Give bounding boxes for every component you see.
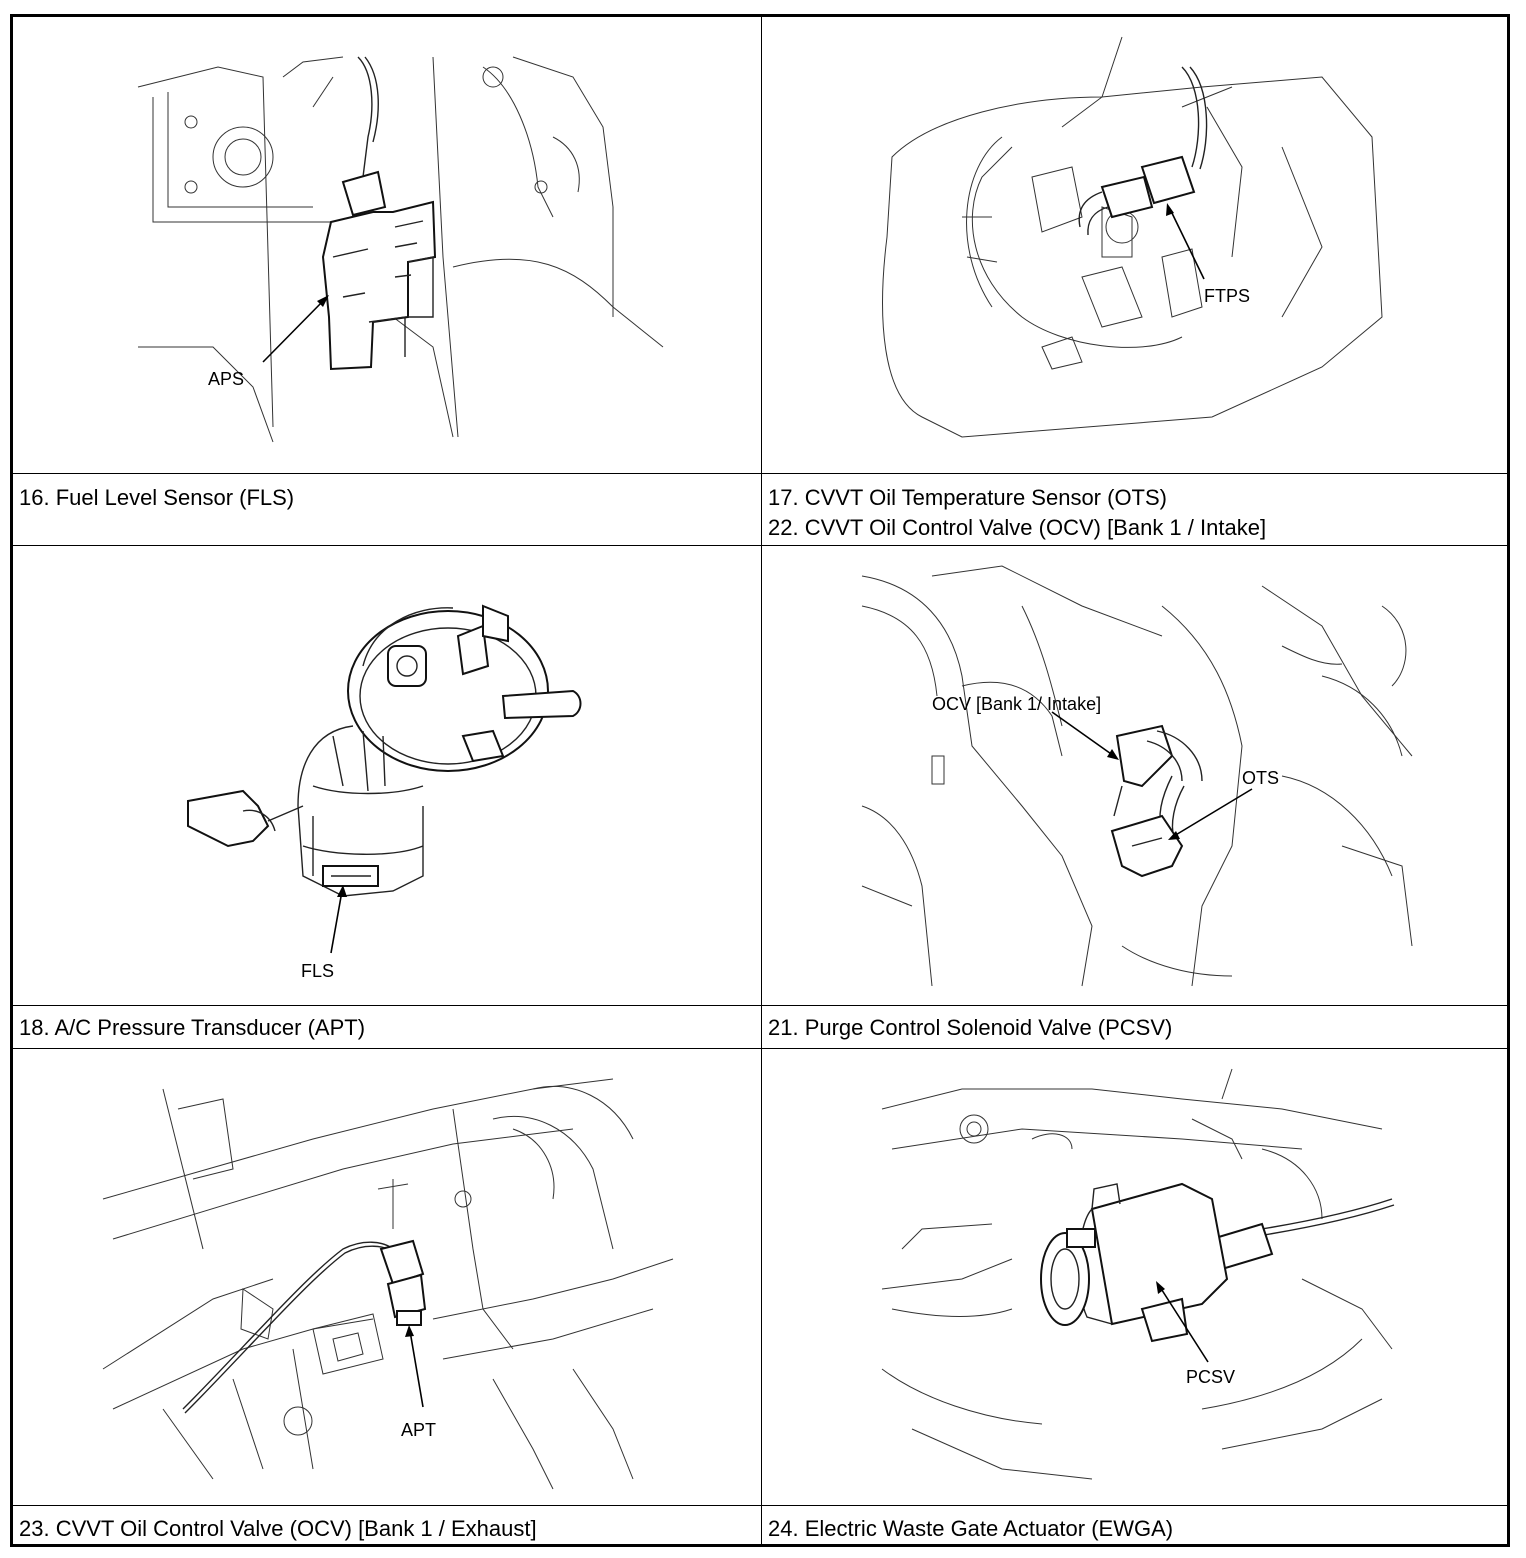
caption-panel-2: 17. CVVT Oil Temperature Sensor (OTS) 22… [768,483,1266,543]
callout-ftps: FTPS [1204,286,1250,306]
caption-panel-4: 21. Purge Control Solenoid Valve (PCSV) [768,1013,1172,1043]
illustration-ocv-ots: OCV [Bank 1/ Intake] OTS [762,546,1513,1005]
callout-ocv-intake: OCV [Bank 1/ Intake] [932,694,1101,714]
ocv-ots-drawing: OCV [Bank 1/ Intake] OTS [861,565,1413,987]
illustration-fls: FLS [13,546,761,1005]
caption-panel-5: 23. CVVT Oil Control Valve (OCV) [Bank 1… [19,1514,537,1544]
callout-pcsv: PCSV [1186,1367,1235,1387]
row-divider [13,1005,1507,1006]
illustration-ftps: FTPS [762,17,1513,473]
caption-panel-1: 16. Fuel Level Sensor (FLS) [19,483,294,513]
illustration-apt: APT [13,1049,761,1505]
caption-line: 16. Fuel Level Sensor (FLS) [19,485,295,510]
component-location-sheet: APS [10,14,1510,1547]
caption-line: 18. A/C Pressure Transducer (APT) [19,1015,366,1040]
row-divider [13,545,1507,546]
ftps-drawing: FTPS [882,36,1383,438]
row-divider [13,473,1507,474]
row-divider [13,1505,1507,1506]
caption-panel-6: 24. Electric Waste Gate Actuator (EWGA) [768,1514,1173,1544]
pcsv-drawing: PCSV [881,1068,1395,1480]
callout-aps: APS [208,369,244,389]
illustration-pcsv: PCSV [762,1049,1513,1505]
apt-drawing: APT [102,1078,674,1490]
caption-line: 22. CVVT Oil Control Valve (OCV) [Bank 1… [768,515,1267,540]
callout-fls: FLS [301,961,334,981]
caption-line: 17. CVVT Oil Temperature Sensor (OTS) [768,485,1167,510]
caption-line: 21. Purge Control Solenoid Valve (PCSV) [768,1015,1173,1040]
caption-line: 23. CVVT Oil Control Valve (OCV) [Bank 1… [19,1516,537,1541]
callout-apt: APT [401,1420,436,1440]
caption-line: 24. Electric Waste Gate Actuator (EWGA) [768,1516,1174,1541]
callout-ots: OTS [1242,768,1279,788]
illustration-aps: APS [13,17,761,473]
fls-drawing: FLS [187,604,582,981]
row-divider [13,1048,1507,1049]
caption-panel-3: 18. A/C Pressure Transducer (APT) [19,1013,365,1043]
aps-drawing: APS [137,56,664,443]
column-divider [761,17,762,1544]
